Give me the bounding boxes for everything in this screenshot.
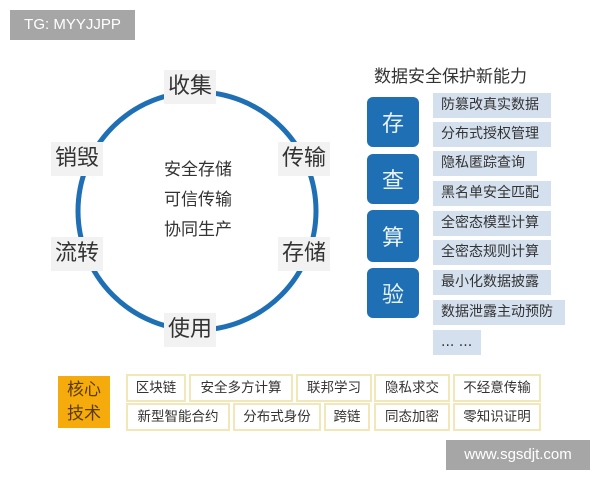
tech-tag: 跨链 <box>324 403 370 431</box>
watermark-bottom-right: www.sgsdjt.com <box>446 440 590 470</box>
cap-block-compute: 算 <box>367 210 419 262</box>
capabilities-title: 数据安全保护新能力 <box>374 67 527 87</box>
cap-block-verify: 验 <box>367 268 419 318</box>
core-tech-label-line1: 核心 <box>67 380 101 400</box>
cap-item: 防篡改真实数据 <box>433 93 551 118</box>
tech-tag: 安全多方计算 <box>189 374 293 402</box>
cap-item: 全密态规则计算 <box>433 240 551 265</box>
stage-destroy: 销毁 <box>51 142 104 176</box>
tech-tag: 不经意传输 <box>453 374 541 402</box>
core-tech-label-line2: 技术 <box>67 404 101 424</box>
stage-store: 存储 <box>278 237 331 271</box>
stage-use: 使用 <box>164 313 217 347</box>
tech-tag: 分布式身份 <box>233 403 321 431</box>
tech-tag: 同态加密 <box>374 403 450 431</box>
watermark-top-left: TG: MYYJJPP <box>10 10 135 40</box>
cap-item-more: ... ... <box>433 330 481 355</box>
tech-tag: 联邦学习 <box>296 374 372 402</box>
stage-circulate: 流转 <box>51 237 104 271</box>
stage-transmit: 传输 <box>278 142 331 176</box>
cap-item: 隐私匿踪查询 <box>433 151 537 176</box>
cap-item: 最小化数据披露 <box>433 270 551 295</box>
tech-tag: 区块链 <box>126 374 186 402</box>
tech-tag: 新型智能合约 <box>126 403 230 431</box>
cap-item: 黑名单安全匹配 <box>433 181 551 206</box>
center-line-2: 可信传输 <box>164 190 232 210</box>
center-line-3: 协同生产 <box>164 220 232 240</box>
cap-item: 数据泄露主动预防 <box>433 300 565 325</box>
cap-block-query: 查 <box>367 154 419 204</box>
stage-collect: 收集 <box>164 70 217 104</box>
cap-item: 全密态模型计算 <box>433 211 551 236</box>
tech-tag: 零知识证明 <box>453 403 541 431</box>
center-line-1: 安全存储 <box>164 160 232 180</box>
cap-block-store: 存 <box>367 97 419 147</box>
cap-item: 分布式授权管理 <box>433 122 551 147</box>
core-tech-label: 核心 技术 <box>58 376 110 428</box>
lifecycle-center: 安全存储 可信传输 协同生产 <box>150 155 246 245</box>
tech-tag: 隐私求交 <box>374 374 450 402</box>
